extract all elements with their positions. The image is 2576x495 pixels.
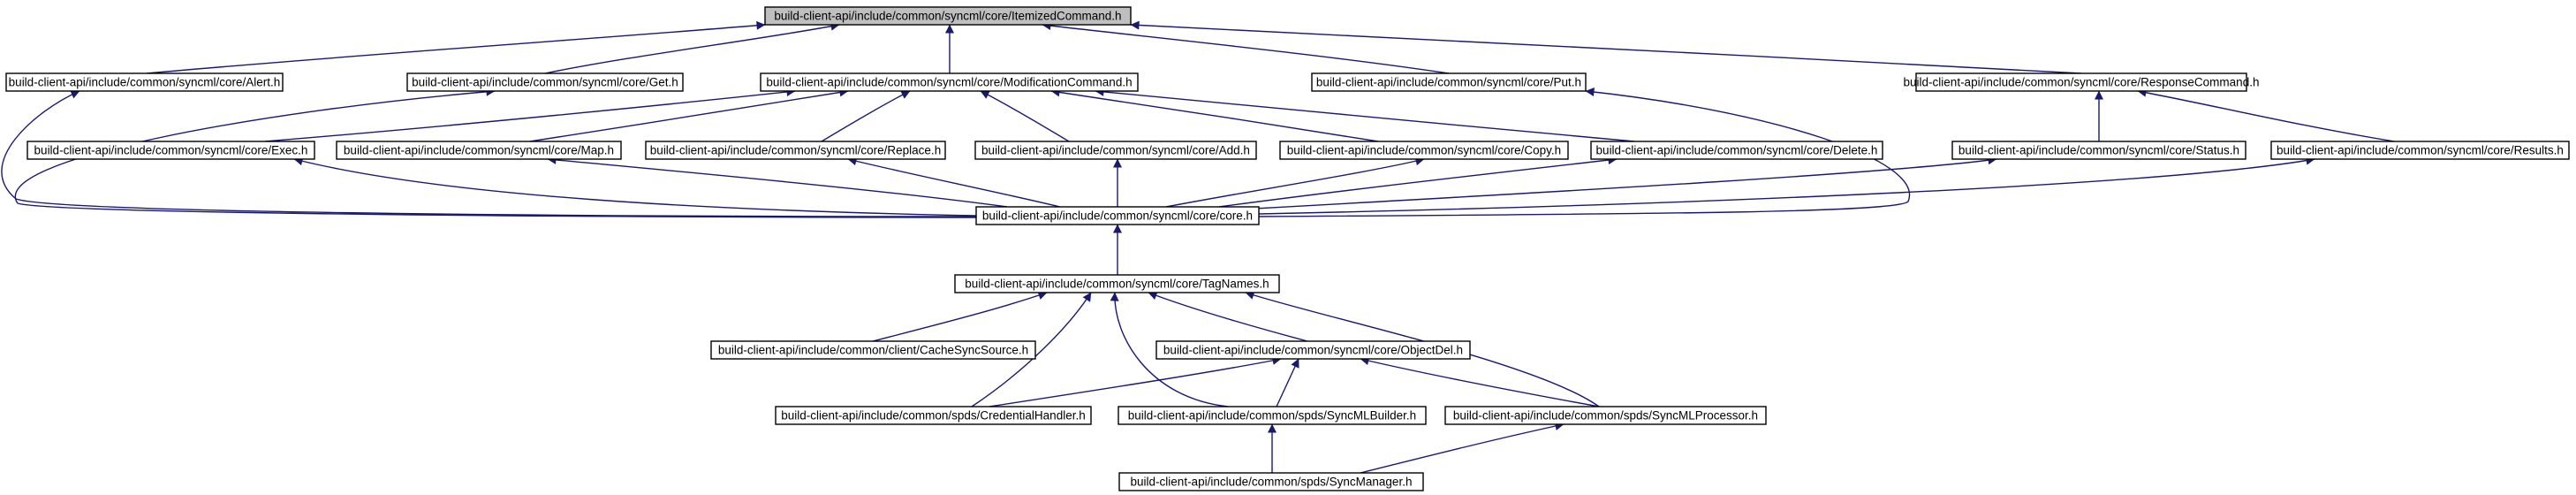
node-delete[interactable]: build-client-api/include/common/syncml/c… [1590, 141, 1883, 160]
node-box-tagnames[interactable] [954, 274, 1280, 293]
edge-add-to-modification [980, 90, 1070, 142]
edge-put-to-itemized [1042, 21, 1450, 74]
node-box-builder[interactable] [1118, 406, 1427, 425]
node-objectdel[interactable]: build-client-api/include/common/syncml/c… [1155, 340, 1471, 360]
node-box-map[interactable] [336, 141, 622, 160]
node-label-builder: build-client-api/include/common/spds/Syn… [1128, 409, 1416, 423]
node-box-exec[interactable] [27, 141, 315, 160]
node-label-core: build-client-api/include/common/syncml/c… [982, 209, 1253, 223]
node-cachesync[interactable]: build-client-api/include/common/client/C… [710, 340, 1036, 360]
node-map[interactable]: build-client-api/include/common/syncml/c… [336, 141, 622, 160]
node-label-credential: build-client-api/include/common/spds/Cre… [781, 409, 1085, 423]
node-exec[interactable]: build-client-api/include/common/syncml/c… [27, 141, 315, 160]
node-status[interactable]: build-client-api/include/common/syncml/c… [1951, 141, 2246, 160]
node-box-manager[interactable] [1118, 472, 1424, 491]
node-box-objectdel[interactable] [1155, 340, 1471, 360]
node-box-processor[interactable] [1444, 406, 1767, 425]
edge-builder-to-tagnames [1110, 292, 1229, 407]
node-label-tagnames: build-client-api/include/common/syncml/c… [965, 278, 1269, 291]
node-put[interactable]: build-client-api/include/common/syncml/c… [1311, 72, 1587, 92]
node-copy[interactable]: build-client-api/include/common/syncml/c… [1279, 141, 1569, 160]
node-box-modification[interactable] [760, 72, 1139, 92]
edge-core-to-map [547, 155, 1008, 208]
node-label-results: build-client-api/include/common/syncml/c… [2277, 144, 2564, 157]
edge-cachesync-to-tagnames [872, 291, 1048, 342]
edge-core-to-put [1258, 88, 1911, 217]
dependency-edges [1, 20, 2395, 474]
node-add[interactable]: build-client-api/include/common/syncml/c… [974, 141, 1257, 160]
node-label-response: build-client-api/include/common/syncml/c… [1904, 76, 2260, 89]
node-label-delete: build-client-api/include/common/syncml/c… [1596, 144, 1878, 157]
edge-core-to-delete [1218, 156, 1618, 208]
node-label-itemized: build-client-api/include/common/syncml/c… [774, 10, 1121, 23]
node-get[interactable]: build-client-api/include/common/syncml/c… [406, 72, 684, 92]
edge-core-to-results [1258, 156, 2315, 215]
node-box-alert[interactable] [5, 72, 284, 92]
edge-replace-to-modification [821, 90, 911, 142]
edge-core-to-get [14, 87, 977, 218]
edge-core-to-replace [847, 156, 1061, 208]
edge-credential-to-objectdel [989, 355, 1282, 407]
node-box-cachesync[interactable] [710, 340, 1036, 360]
node-processor[interactable]: build-client-api/include/common/spds/Syn… [1444, 406, 1767, 425]
node-manager[interactable]: build-client-api/include/common/spds/Syn… [1118, 472, 1424, 491]
edge-core-to-exec [293, 156, 977, 217]
node-label-processor: build-client-api/include/common/spds/Syn… [1453, 409, 1758, 423]
node-itemized[interactable]: build-client-api/include/common/syncml/c… [764, 6, 1132, 26]
node-label-modification: build-client-api/include/common/syncml/c… [766, 76, 1132, 89]
node-box-response[interactable] [1915, 72, 2247, 92]
node-alert[interactable]: build-client-api/include/common/syncml/c… [5, 72, 284, 92]
edge-get-to-itemized [544, 21, 840, 74]
node-box-credential[interactable] [775, 406, 1092, 425]
node-tagnames[interactable]: build-client-api/include/common/syncml/c… [954, 274, 1280, 293]
edge-manager-to-processor [1360, 422, 1565, 474]
node-label-get: build-client-api/include/common/syncml/c… [412, 76, 678, 89]
edge-core-to-alert [1, 90, 977, 217]
node-box-get[interactable] [406, 72, 684, 92]
node-box-add[interactable] [974, 141, 1257, 160]
node-label-copy: build-client-api/include/common/syncml/c… [1287, 144, 1561, 157]
edge-exec-to-modification [264, 88, 796, 142]
node-box-itemized[interactable] [764, 6, 1132, 26]
file-nodes: build-client-api/include/common/syncml/c… [5, 6, 2570, 491]
edge-copy-to-modification [1050, 88, 1379, 142]
edge-delete-to-modification [1095, 87, 1635, 142]
node-label-add: build-client-api/include/common/syncml/c… [981, 144, 1250, 157]
node-box-replace[interactable] [645, 141, 946, 160]
edge-processor-to-objectdel [1360, 356, 1600, 407]
node-core[interactable]: build-client-api/include/common/syncml/c… [975, 206, 1260, 225]
edge-alert-to-itemized [146, 20, 766, 74]
node-box-delete[interactable] [1590, 141, 1883, 160]
node-builder[interactable]: build-client-api/include/common/spds/Syn… [1118, 406, 1427, 425]
node-box-results[interactable] [2270, 141, 2570, 160]
edge-core-to-copy [1165, 156, 1425, 208]
node-response[interactable]: build-client-api/include/common/syncml/c… [1904, 72, 2260, 92]
node-label-exec: build-client-api/include/common/syncml/c… [34, 144, 308, 157]
edge-map-to-modification [529, 88, 849, 142]
node-label-manager: build-client-api/include/common/spds/Syn… [1131, 476, 1413, 489]
node-box-status[interactable] [1951, 141, 2246, 160]
node-label-cachesync: build-client-api/include/common/client/C… [718, 344, 1028, 357]
node-label-put: build-client-api/include/common/syncml/c… [1316, 76, 1581, 89]
node-modification[interactable]: build-client-api/include/common/syncml/c… [760, 72, 1139, 92]
node-results[interactable]: build-client-api/include/common/syncml/c… [2270, 141, 2570, 160]
node-credential[interactable]: build-client-api/include/common/spds/Cre… [775, 406, 1092, 425]
edge-results-to-response [2137, 88, 2395, 142]
node-box-copy[interactable] [1279, 141, 1569, 160]
node-label-objectdel: build-client-api/include/common/syncml/c… [1163, 344, 1463, 357]
node-label-status: build-client-api/include/common/syncml/c… [1959, 144, 2239, 157]
node-box-put[interactable] [1311, 72, 1587, 92]
node-label-replace: build-client-api/include/common/syncml/c… [650, 144, 941, 157]
edge-response-to-itemized [1130, 20, 2082, 74]
node-label-map: build-client-api/include/common/syncml/c… [344, 144, 614, 157]
edge-builder-to-objectdel [1276, 358, 1299, 407]
node-label-alert: build-client-api/include/common/syncml/c… [9, 76, 281, 89]
edge-objectdel-to-tagnames [1148, 291, 1308, 342]
node-box-core[interactable] [975, 206, 1260, 225]
node-replace[interactable]: build-client-api/include/common/syncml/c… [645, 141, 946, 160]
edge-credential-to-tagnames [971, 292, 1092, 407]
edge-core-to-status [1254, 156, 1997, 209]
